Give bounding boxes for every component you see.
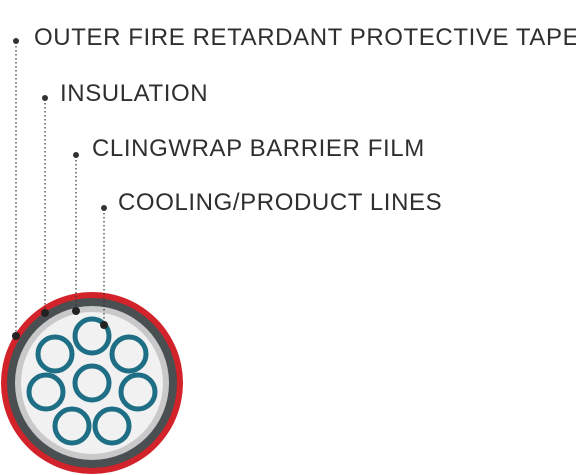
core-area — [21, 312, 163, 454]
product-line-tube — [52, 406, 92, 446]
label-cooling-product-lines: COOLING/PRODUCT LINES — [118, 189, 443, 216]
leader-dot-end — [41, 309, 49, 317]
product-line-tube — [26, 372, 66, 412]
leader-dot-end — [100, 321, 108, 329]
label-insulation: INSULATION — [60, 80, 209, 107]
leader-dot-end — [12, 332, 20, 340]
product-line-tube — [35, 334, 75, 374]
label-outer-fire-retardant-tape: OUTER FIRE RETARDANT PROTECTIVE TAPE — [34, 24, 576, 51]
product-line-tube — [92, 406, 132, 446]
leader-dot-top — [42, 95, 48, 101]
leader-dot-top — [13, 38, 19, 44]
label-clingwrap-barrier-film: CLINGWRAP BARRIER FILM — [92, 135, 425, 162]
product-line-tube — [72, 316, 112, 356]
leader-dot-top — [73, 152, 79, 158]
product-line-tube — [72, 363, 112, 403]
product-line-tube — [118, 372, 158, 412]
leader-dot-top — [101, 205, 107, 211]
product-line-tube — [109, 334, 149, 374]
leader-dot-end — [72, 307, 80, 315]
